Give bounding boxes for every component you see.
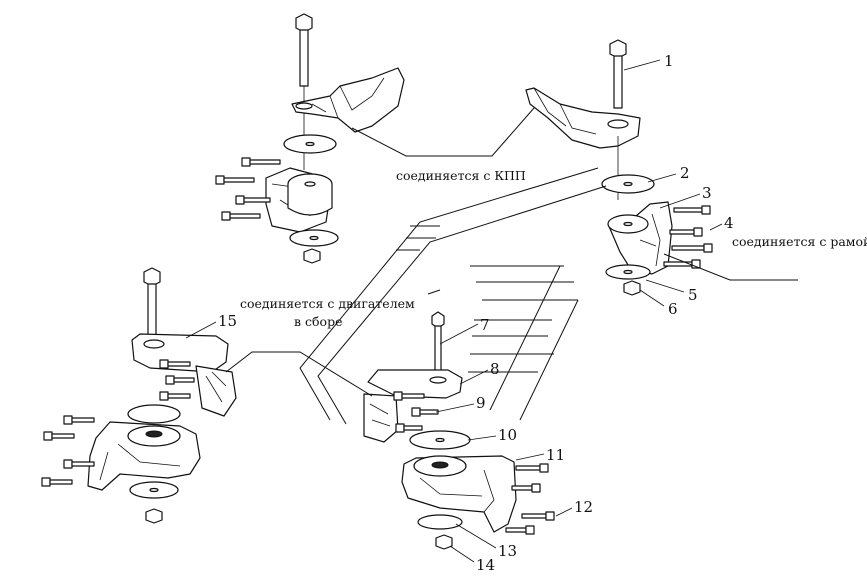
callout-9: 9 — [476, 394, 486, 412]
top-right-support-bracket — [607, 201, 673, 275]
center-nut — [435, 534, 453, 550]
callout-2: 2 — [680, 164, 690, 182]
center-lower-washer — [417, 514, 463, 530]
callout-12: 12 — [574, 498, 594, 516]
callout-13: 13 — [498, 542, 518, 560]
callout-leaders — [185, 59, 723, 563]
caption-frame: соединяется с рамой — [732, 234, 867, 249]
top-left-washer — [283, 134, 337, 154]
caption-engine-line1: соединяется с двигателем — [240, 296, 415, 311]
center-support — [401, 455, 517, 533]
top-left-bolt — [295, 13, 313, 170]
callout-6: 6 — [668, 300, 678, 318]
callout-3: 3 — [702, 184, 712, 202]
top-left-gearbox-bracket — [291, 67, 405, 133]
left-nut — [145, 508, 163, 524]
callout-11: 11 — [546, 446, 566, 464]
center-bracket-bolts — [393, 391, 439, 433]
frame-leader-line — [663, 253, 798, 281]
top-left-bolts-row — [215, 157, 281, 221]
center-upper-washer — [409, 430, 471, 450]
callout-1: 1 — [664, 52, 674, 70]
left-lower-washer — [129, 481, 179, 499]
callout-5: 5 — [688, 286, 698, 304]
callout-4: 4 — [724, 214, 734, 232]
gearbox-leader-line — [351, 107, 535, 157]
top-left-support-bracket — [265, 167, 333, 233]
left-upper-washer — [127, 404, 181, 424]
left-bolt — [143, 267, 161, 341]
caption-gearbox: соединяется с КПП — [396, 168, 526, 183]
top-right-lower-washer — [605, 264, 651, 280]
top-right-bolt — [609, 39, 627, 109]
top-left-nut — [303, 248, 321, 264]
callout-8: 8 — [490, 360, 500, 378]
callout-10: 10 — [498, 426, 518, 444]
center-engine-bracket — [363, 369, 463, 443]
top-right-nut — [623, 280, 641, 296]
assembly-arrow-band — [299, 167, 607, 425]
top-left-lower-washer — [289, 229, 339, 247]
left-engine-bracket — [131, 333, 237, 417]
left-bracket-bolts — [159, 359, 195, 401]
caption-engine-line2: в сборе — [294, 314, 343, 329]
top-right-gearbox-bracket — [525, 87, 641, 149]
left-support — [87, 421, 201, 491]
callout-15: 15 — [218, 312, 238, 330]
top-right-bolts-row — [663, 205, 713, 269]
engine-leader-line — [225, 351, 373, 397]
left-side-bolts — [41, 415, 95, 487]
callout-7: 7 — [480, 316, 490, 334]
callout-14: 14 — [476, 556, 496, 574]
center-side-bolts — [505, 463, 555, 535]
top-right-washer — [601, 174, 655, 194]
